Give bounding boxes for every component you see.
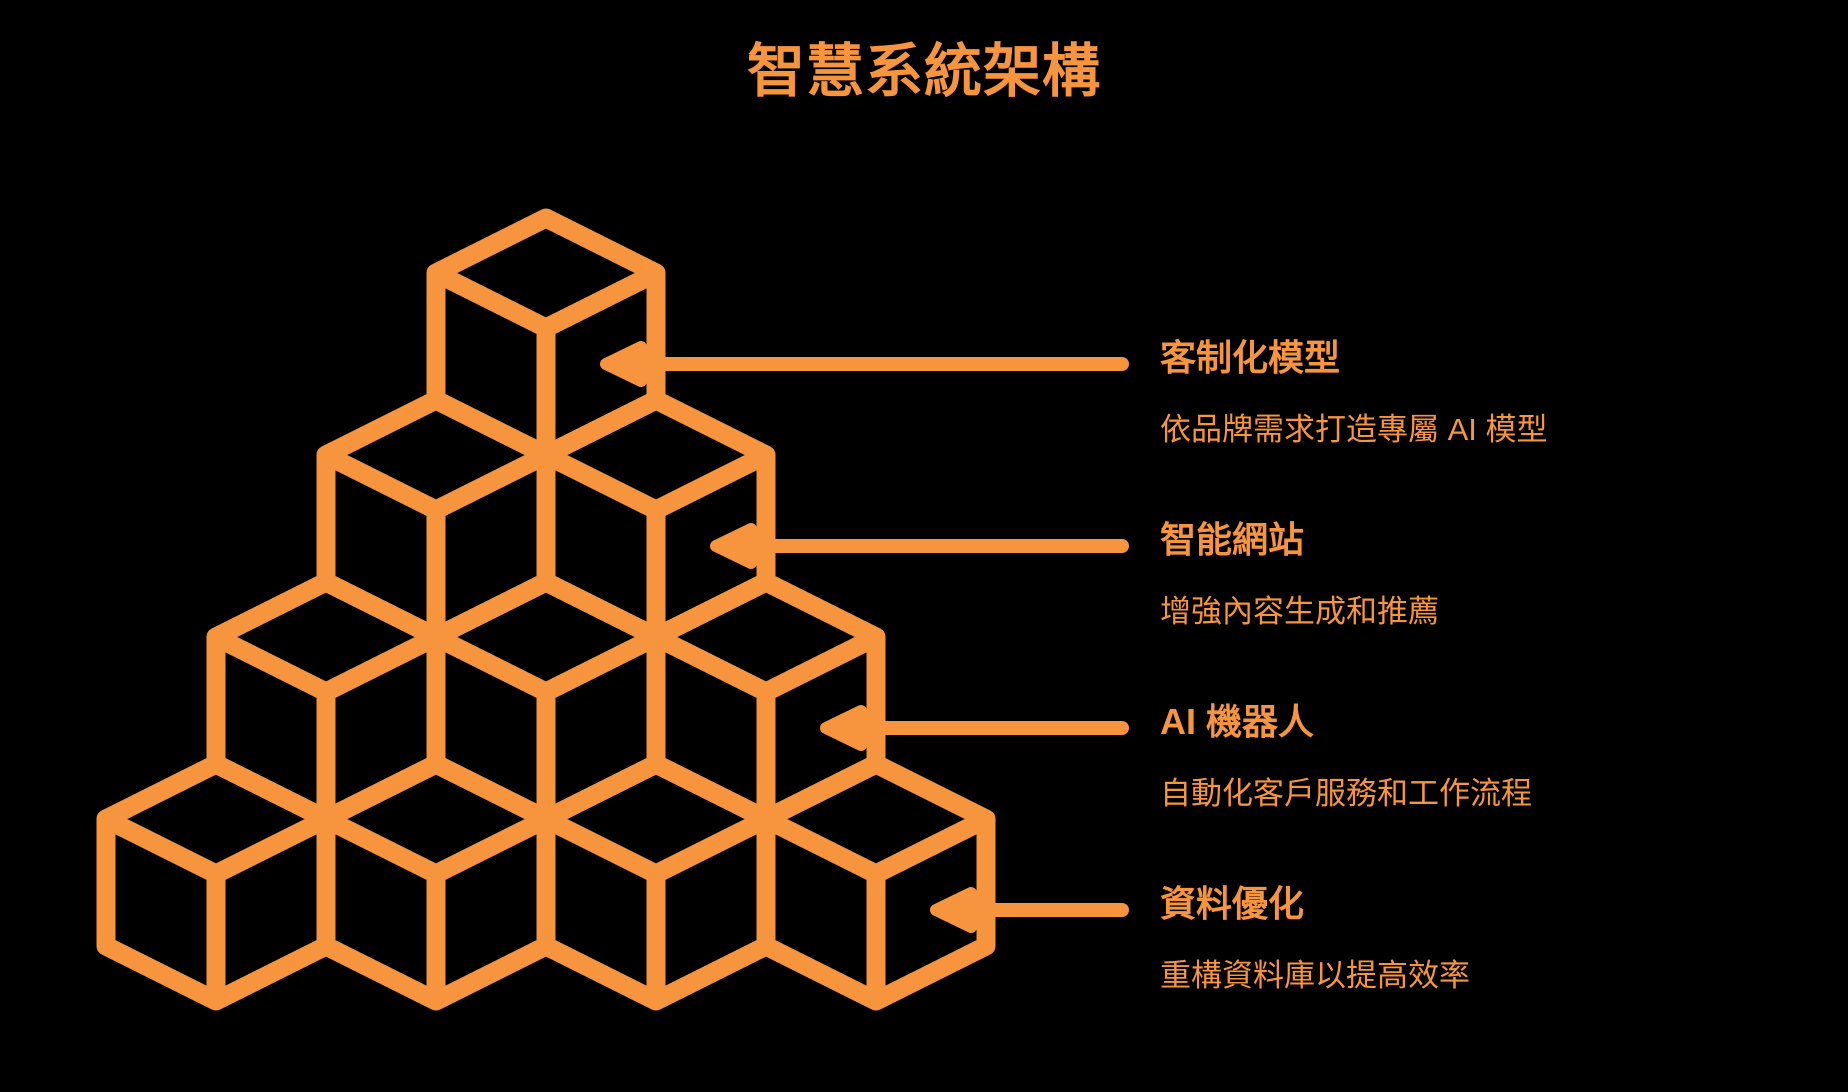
annotation-description: 增強內容生成和推薦 <box>1160 594 1439 629</box>
annotation-description: 自動化客戶服務和工作流程 <box>1160 776 1532 811</box>
arrowhead-icon <box>930 887 977 933</box>
cube-row4-3 <box>536 754 776 1011</box>
cube-row4-4 <box>756 754 996 1011</box>
annotation-description: 依品牌需求打造專屬 AI 模型 <box>1160 412 1548 447</box>
annotation-label: 客制化模型 <box>1160 337 1341 378</box>
annotation-label: 智能網站 <box>1160 519 1305 560</box>
arrowhead-icon <box>600 341 647 387</box>
cube-row4-2 <box>316 754 556 1011</box>
annotation-item: 智能網站 增強內容生成和推薦 <box>1160 519 1780 629</box>
annotation-label: 資料優化 <box>1160 883 1305 924</box>
annotation-item: 客制化模型 依品牌需求打造專屬 AI 模型 <box>1160 337 1780 447</box>
page-title: 智慧系統架構 <box>746 39 1101 104</box>
arrowhead-icon <box>820 705 867 751</box>
cube-row4-1 <box>96 754 336 1011</box>
annotation-label: AI 機器人 <box>1160 701 1315 742</box>
annotation-description: 重構資料庫以提高效率 <box>1160 958 1470 993</box>
annotation-item: AI 機器人 自動化客戶服務和工作流程 <box>1160 701 1780 811</box>
arrowhead-icon <box>710 523 757 569</box>
annotation-item: 資料優化 重構資料庫以提高效率 <box>1160 883 1780 993</box>
